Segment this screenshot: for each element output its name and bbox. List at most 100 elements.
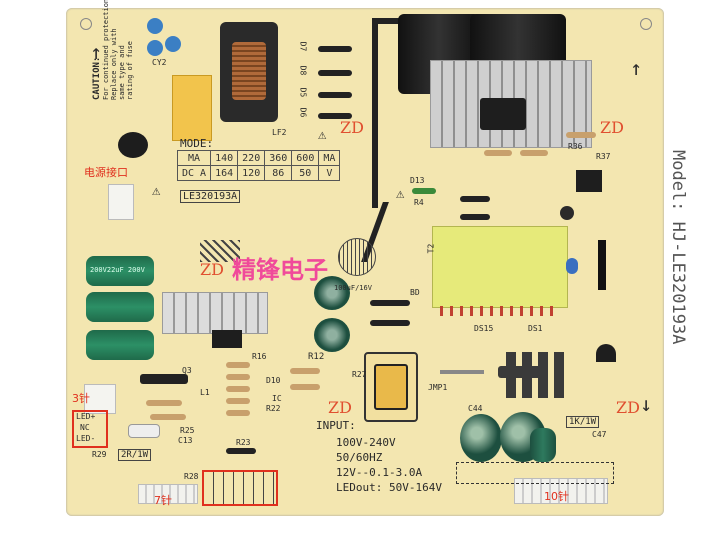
electrolytic-capacitor [314,276,350,310]
mode-cell: MA [318,150,341,166]
resistor [140,374,188,384]
zd-mark: ZD [600,118,624,137]
ref-label: R23 [236,438,251,447]
zd-mark: ZD [328,398,352,417]
ref-label: C13 [178,436,193,445]
seven-pin-connector [138,484,198,504]
diode [318,46,352,52]
pin7-callout: 7针 [154,494,172,507]
resistor [150,414,186,420]
silk-marks [200,240,240,262]
electrolytic-capacitor [86,256,154,286]
diode [318,92,352,98]
electrolytic-capacitor [86,292,154,322]
thermistor [118,132,148,158]
ref-label: R29 [92,450,107,459]
ref-label: R28 [184,472,199,481]
arrow-down-icon: ↓ [640,392,653,416]
mode-cell: 360 [264,150,293,166]
heat-sink [162,292,268,334]
connector-outline [456,462,614,484]
ref-label: IC [272,394,282,403]
ref-label: R25 [180,426,195,435]
three-pin-connector [84,384,116,414]
resistor [460,196,490,202]
ic-chip [576,170,602,192]
mode-cell: V [318,165,341,181]
mode-cell: 86 [264,165,293,181]
jumper-label: JMP1 [428,383,448,392]
ref-label: BD [410,288,420,297]
ref-label: D10 [266,376,281,385]
part-number: LE320193A [180,190,241,203]
ref-label: D8 [298,65,308,76]
ref-label: R36 [568,142,583,151]
led-pin-box [72,410,108,448]
caution-line: rating of fuse [126,40,134,100]
ref-label: D6 [298,107,308,118]
input-line: 50/60HZ [336,451,383,464]
transformer-pins [440,306,560,316]
pcb-trace [372,18,408,24]
resistor [226,398,250,404]
ref-label: Q3 [182,366,192,375]
capacitor-label: 100uF/16V [334,284,372,292]
mode-row: DC A 164 120 86 50 V [176,165,341,181]
electrolytic-capacitor [314,318,350,352]
diode [318,113,352,119]
pin10-callout: 10针 [544,490,569,503]
mode-cell: MA [176,150,212,166]
resistor-label: 2R/1W [118,449,152,461]
mode-cell: 120 [237,165,266,181]
input-line: LEDout: 50V-164V [336,481,442,494]
ref-label: C47 [592,430,607,439]
mode-table: MA 140 220 360 600 MA DC A 164 120 86 50… [176,150,341,181]
ref-label: DS15 [474,324,494,333]
mounting-hole [640,18,652,30]
heat-sink [430,60,592,148]
mode-title: MODE: [180,137,214,150]
ref-label: R16 [252,352,267,361]
y-capacitor [147,18,163,34]
resistor [146,400,182,406]
ref-label: R22 [266,404,281,413]
resistor [290,384,320,390]
resistor [460,214,490,220]
ref-label: R4 [414,198,424,207]
transistor [596,344,616,362]
ref-label: CY2 [152,58,167,67]
power-transistor [480,98,526,130]
mode-cell: DC A [176,165,212,181]
arrow-up-icon: ↑ [90,40,103,64]
header-pin [598,240,606,290]
electrolytic-capacitor [460,414,502,462]
watermark-text: 精锋电子 [232,256,328,284]
transformer [432,226,568,308]
caution-line: Replace only with [110,28,118,100]
warning-icon: ⚠ [396,186,405,202]
choke-winding [232,42,266,100]
y-capacitor [147,40,163,56]
warning-icon: ⚠ [318,127,327,143]
diode [318,70,352,76]
mounting-hole [80,18,92,30]
resistor [226,448,256,454]
ref-label: D7 [298,41,308,52]
diode [412,188,436,194]
ref-label: L1 [200,388,210,397]
led-pin-label: LED- [76,434,96,443]
electrolytic-capacitor [530,428,556,462]
ref-label: DS1 [528,324,543,333]
ten-pin-connector [514,478,608,504]
mode-cell: 140 [210,150,239,166]
mode-cell: 220 [237,150,266,166]
resistor [290,368,320,374]
rectifier-diode [554,352,564,398]
input-line: 12V--0.1-3.0A [336,466,423,479]
input-title: INPUT: [316,419,356,432]
diode [370,300,410,306]
mode-cell: 164 [210,165,239,181]
resistor [226,410,250,416]
ref-label: T2 [426,243,436,254]
led-pin-label: NC [80,423,90,432]
